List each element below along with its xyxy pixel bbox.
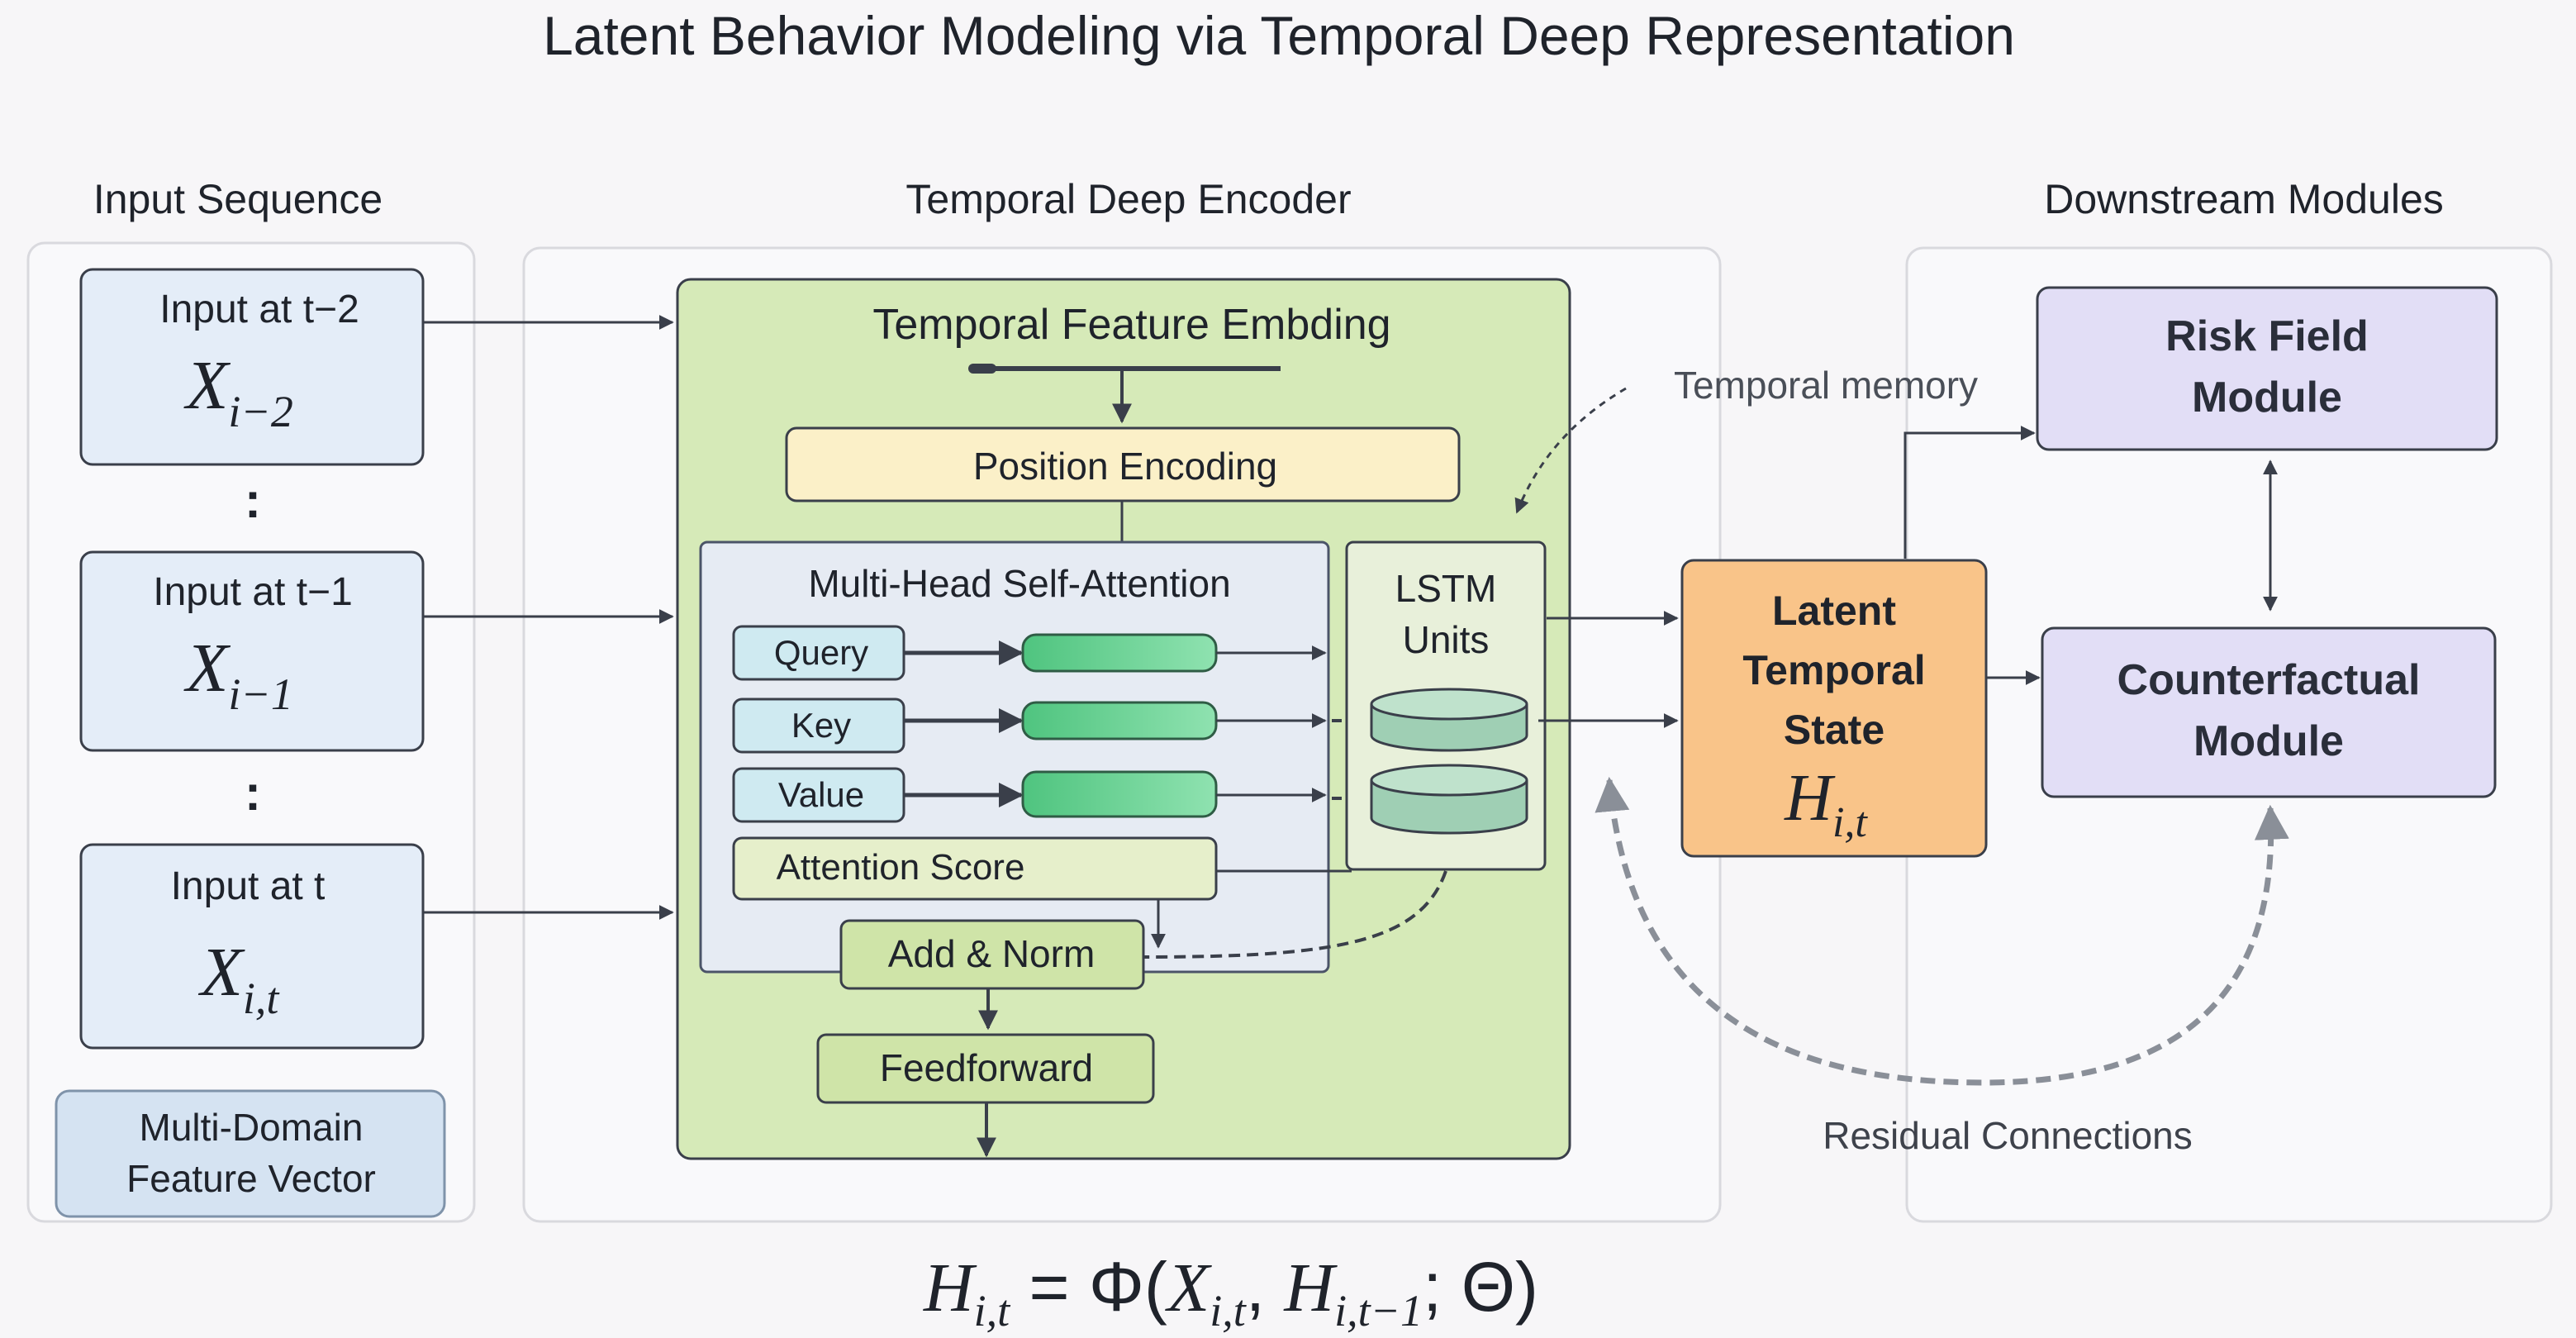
counterfactual-line2: Module [2193,717,2344,765]
counterfactual-module [2041,626,2497,798]
lstm-label-line2: Units [1403,618,1490,661]
position-encoding-label: Position Encoding [973,445,1277,488]
input-symbol: Xi−2 [183,347,293,436]
section-heading-downstream: Downstream Modules [2044,176,2444,222]
feedforward-label: Feedforward [880,1046,1093,1089]
residual-connection-arc [1595,776,2289,1086]
query-bar [1021,633,1218,673]
feature-vector-line2: Feature Vector [126,1157,376,1200]
ellipsis-1: : [245,473,261,528]
ellipsis-2: : [245,765,261,821]
embedding-label: Temporal Feature Embding [872,301,1390,349]
equation: Hi,t = Φ(Xi,t, Hi,t−1; Θ) [923,1248,1538,1334]
feature-vector-line1: Multi-Domain [140,1106,364,1149]
risk-field-module [2036,286,2498,451]
input-label: Input at t−1 [153,570,353,614]
counterfactual-line1: Counterfactual [2117,656,2421,704]
input-box-t-1: Input at t−1 Xi−1 [79,550,425,752]
key-label: Key [791,706,851,745]
key-bar [1021,701,1218,740]
attention-score-box [732,836,1218,901]
add-norm-label: Add & Norm [888,932,1096,975]
lstm-to-addnorm-dashed [1143,870,1447,959]
diagram-title: Latent Behavior Modeling via Temporal De… [543,5,2015,66]
value-bar [1021,770,1218,818]
input-symbol: Xi,t [198,934,281,1023]
key-box [732,698,905,754]
section-heading-encoder: Temporal Deep Encoder [905,176,1351,222]
input-box-t: Input at t Xi,t [79,843,425,1050]
attention-score-label: Attention Score [777,847,1025,888]
risk-line2: Module [2192,374,2342,421]
add-norm-box [839,919,1145,990]
temporal-memory-arrow [1514,387,1627,514]
input-symbol: Xi−1 [183,630,293,719]
input-label: Input at t [171,864,326,908]
arrow-latent-risk [1903,426,2036,559]
residual-label: Residual Connections [1823,1114,2193,1157]
feature-vector-box: Multi-Domain Feature Vector [55,1089,446,1218]
latent-line2: Temporal [1742,647,1925,693]
temporal-memory-label: Temporal memory [1674,364,1978,407]
input-box-t-2: Input at t−2 Xi−2 [79,268,425,466]
mhsa-label: Multi-Head Self-Attention [808,562,1230,605]
query-label: Query [774,633,868,672]
latent-line1: Latent [1772,588,1896,634]
lstm-cell-1 [1370,688,1528,752]
lstm-label-line1: LSTM [1395,567,1497,610]
lstm-cell-2 [1370,764,1528,835]
section-heading-input: Input Sequence [93,176,383,222]
risk-line1: Risk Field [2165,312,2369,360]
mhsa-panel [699,540,1330,974]
input-label: Input at t−2 [159,288,359,331]
latent-line3: State [1784,707,1884,753]
value-label: Value [778,775,864,814]
